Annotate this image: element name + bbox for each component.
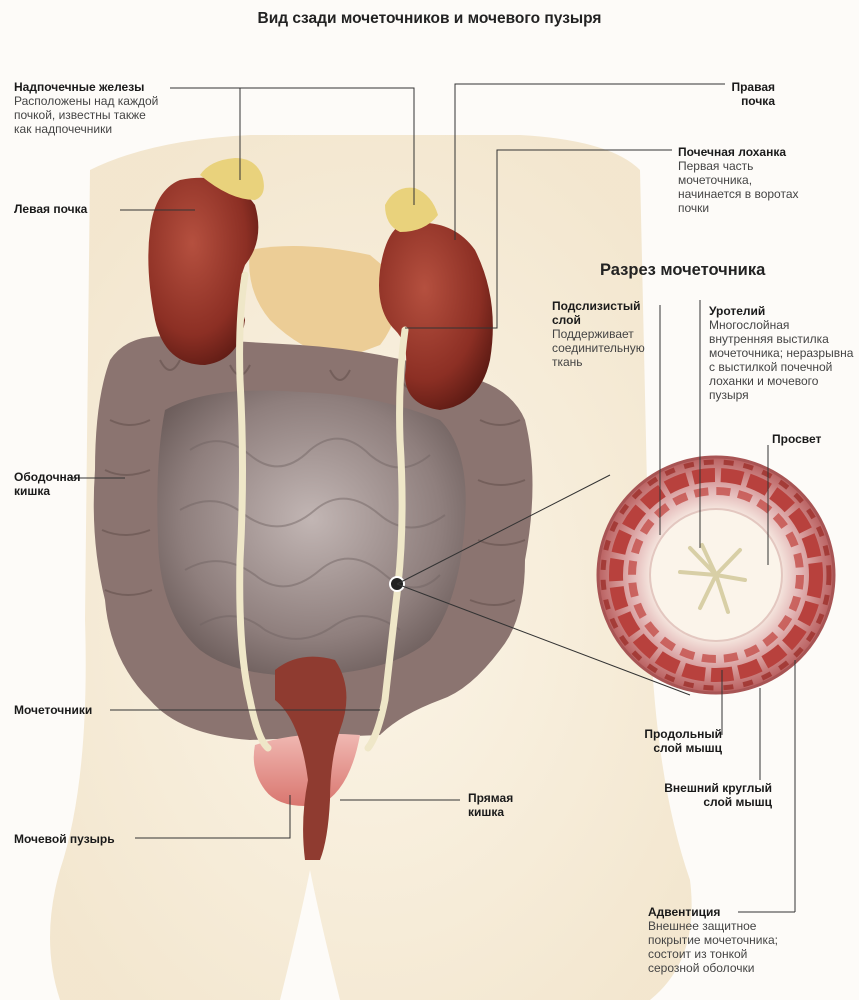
- lumen-star: [678, 543, 747, 614]
- right-kidney: [379, 222, 493, 410]
- label-colon: Ободочная кишка: [14, 470, 81, 498]
- cross-section-circle: [596, 455, 836, 695]
- adrenal-title: Надпочечные железы: [14, 80, 145, 94]
- label-urothelium: Уротелий Многослойная внутренняя выстилк…: [709, 304, 854, 402]
- label-circular: Внешний круглый слой мышц: [664, 781, 772, 809]
- right-adrenal: [385, 187, 438, 232]
- right-ureter: [364, 326, 409, 752]
- section-title: Разрез мочеточника: [600, 261, 766, 279]
- label-longitudinal: Продольный слой мышц: [644, 727, 722, 755]
- label-right-kidney: Правая почка: [731, 80, 775, 108]
- left-kidney: [148, 177, 259, 365]
- label-adrenal: Надпочечные железы Расположены над каждо…: [14, 80, 159, 136]
- label-submucosa: Подслизистый слой Поддерживает соедините…: [552, 299, 645, 369]
- label-bladder: Мочевой пузырь: [14, 832, 115, 846]
- small-intestine: [157, 390, 466, 676]
- label-ureters: Мочеточники: [14, 703, 93, 717]
- label-rectum: Прямая кишка: [468, 791, 514, 819]
- leader-lines: [70, 83, 796, 913]
- label-left-kidney: Левая почка: [14, 202, 88, 216]
- left-ureter: [236, 271, 272, 752]
- label-lumen: Просвет: [772, 432, 822, 446]
- left-adrenal: [200, 158, 264, 200]
- page-title: Вид сзади мочеточников и мочевого пузыря: [257, 10, 602, 27]
- label-pelvis: Почечная лоханка Первая часть мочеточник…: [678, 145, 799, 215]
- pancreas: [249, 246, 400, 360]
- rectum: [275, 656, 347, 860]
- label-adventitia: Адвентиция Внешнее защитное покрытие моч…: [648, 905, 778, 975]
